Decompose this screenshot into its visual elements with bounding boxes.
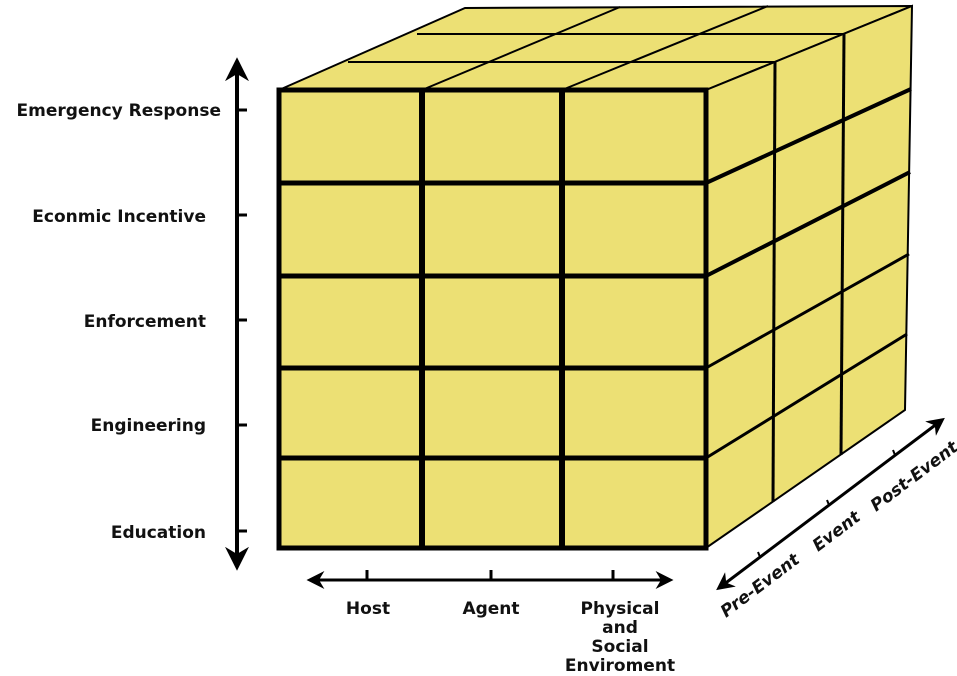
label-education: Education	[111, 523, 206, 543]
label-agent: Agent	[462, 599, 519, 619]
horizontal-axis	[306, 570, 674, 589]
label-physical-social-environment: Physical and Social Enviroment	[565, 599, 675, 676]
depth-axis	[716, 417, 945, 591]
label-engineering: Engineering	[91, 416, 206, 436]
label-host: Host	[346, 599, 390, 619]
svg-text:Enviroment: Enviroment	[565, 656, 675, 676]
label-enforcement: Enforcement	[84, 312, 206, 332]
label-pre-event: Pre-Event	[717, 549, 804, 622]
svg-text:Physical: Physical	[581, 599, 660, 619]
label-economic-incentive: Econmic Incentive	[32, 207, 206, 227]
cube-right-face	[705, 4, 914, 550]
svg-text:Social: Social	[591, 637, 648, 657]
label-post-event: Post-Event	[867, 437, 957, 516]
cube-front-face	[276, 87, 709, 551]
vertical-axis	[225, 57, 249, 571]
svg-text:and: and	[602, 618, 638, 638]
label-emergency-response: Emergency Response	[17, 101, 221, 121]
